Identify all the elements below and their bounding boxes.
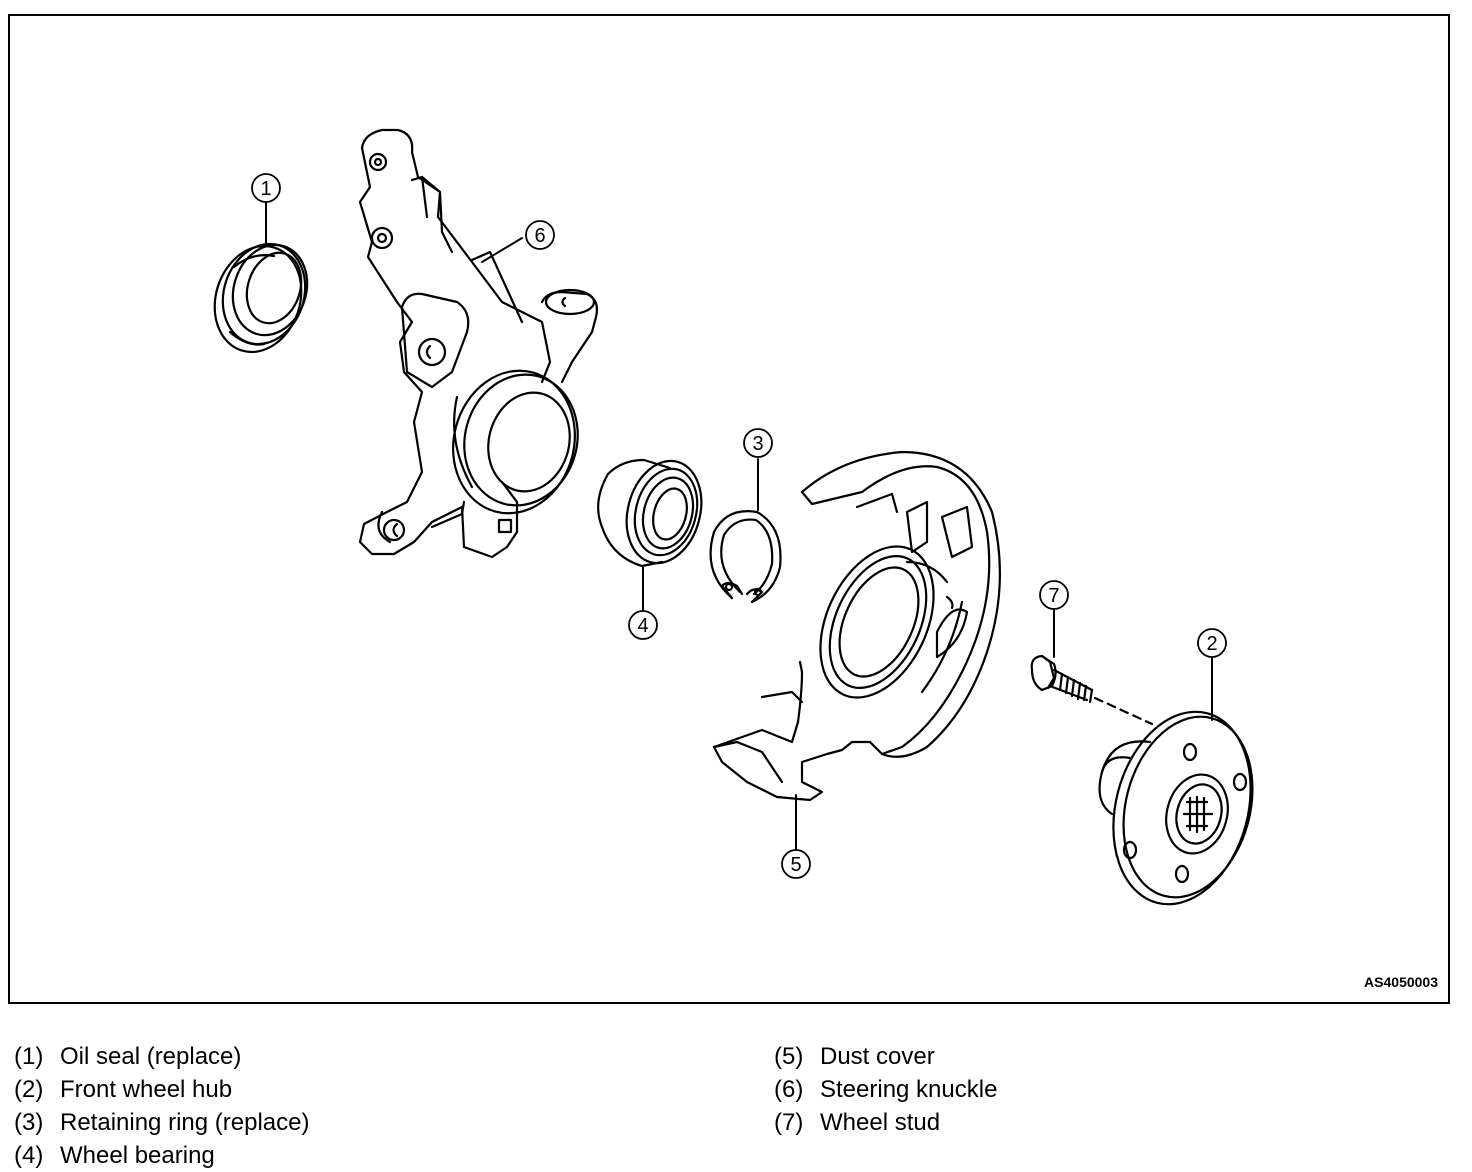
callout-3: 3	[743, 428, 773, 458]
legend-num: (4)	[14, 1142, 44, 1169]
legend-item-steering-knuckle: (6) Steering knuckle	[774, 1073, 997, 1106]
legend-num: (3)	[14, 1109, 44, 1136]
callout-4-label: 4	[637, 615, 648, 637]
legend-item-oil-seal: (1) Oil seal (replace)	[14, 1040, 309, 1073]
legend-item-front-wheel-hub: (2) Front wheel hub	[14, 1073, 309, 1106]
oil-seal-part	[213, 242, 309, 354]
legend-text: Retaining ring (replace)	[60, 1109, 310, 1136]
legend-text: Wheel stud	[820, 1109, 941, 1136]
callout-5-label: 5	[790, 854, 801, 876]
callout-6-label: 6	[534, 225, 545, 247]
legend-text: Wheel bearing	[60, 1142, 215, 1169]
legend-num: (2)	[14, 1076, 44, 1103]
leader-lines	[265, 202, 1213, 850]
callout-7-label: 7	[1048, 585, 1059, 607]
retaining-ring-part	[709, 510, 782, 604]
callout-6: 6	[525, 220, 555, 250]
legend-left: (1) Oil seal (replace) (2) Front wheel hub…	[14, 1040, 309, 1172]
legend-item-dust-cover: (5) Dust cover	[774, 1040, 997, 1073]
callout-1-label: 1	[260, 178, 271, 200]
legend-text: Oil seal (replace)	[60, 1043, 242, 1070]
legend-item-retaining-ring: (3) Retaining ring (replace)	[14, 1106, 309, 1139]
legend-item-wheel-bearing: (4) Wheel bearing	[14, 1139, 309, 1172]
callout-3-label: 3	[752, 433, 763, 455]
steering-knuckle-part	[358, 128, 599, 559]
legend-num: (1)	[14, 1043, 44, 1070]
figure-frame: 1 2 3 4 5 6 7	[8, 14, 1450, 1004]
legend-num: (7)	[774, 1109, 804, 1136]
front-wheel-hub-part	[1098, 710, 1254, 906]
wheel-bearing-part	[597, 458, 703, 568]
legend-text: Dust cover	[820, 1043, 935, 1070]
exploded-view-diagram: 1 2 3 4 5 6 7	[213, 128, 1254, 906]
legend-text: Front wheel hub	[60, 1076, 233, 1103]
callout-2-label: 2	[1206, 633, 1217, 655]
callout-2: 2	[1197, 628, 1227, 658]
callout-1: 1	[251, 173, 281, 203]
legend-text: Steering knuckle	[820, 1076, 998, 1103]
figure-code: AS4050003	[1364, 974, 1438, 990]
wheel-stud-part	[1030, 654, 1094, 704]
dust-cover-part	[712, 450, 1001, 802]
legend-right: (5) Dust cover (6) Steering knuckle (7) Whe…	[774, 1040, 997, 1139]
callout-7: 7	[1039, 580, 1069, 610]
legend-num: (6)	[774, 1076, 804, 1103]
callout-5: 5	[781, 849, 811, 879]
legend-item-wheel-stud: (7) Wheel stud	[774, 1106, 997, 1139]
stud-alignment-line	[1093, 696, 1154, 726]
callout-4: 4	[628, 610, 658, 640]
legend-num: (5)	[774, 1043, 804, 1070]
